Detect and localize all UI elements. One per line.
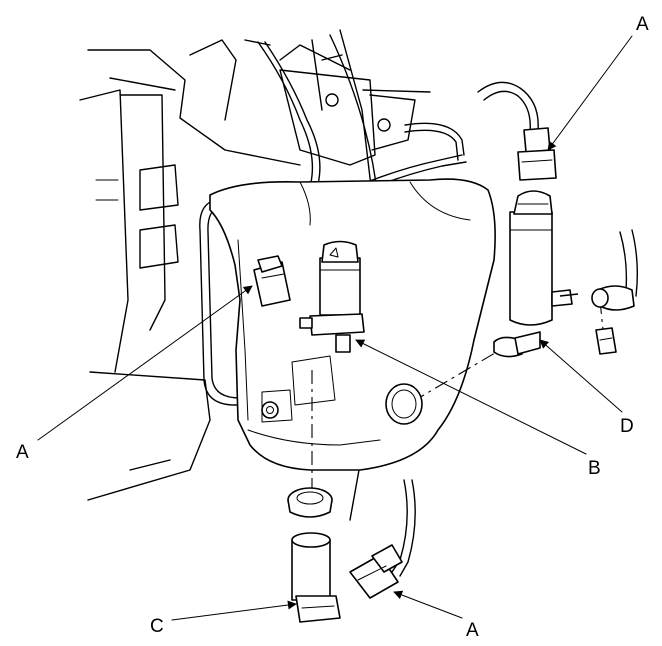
leader-lines	[37, 35, 633, 621]
callout-labels: A A B D C A	[16, 14, 649, 641]
callout-a-bottom: A	[466, 620, 479, 641]
lower-grommet	[287, 487, 333, 518]
callout-d: D	[620, 416, 634, 437]
connector-a-top	[477, 81, 557, 181]
hose-and-clamp	[591, 229, 639, 355]
washer-pump-b	[299, 240, 365, 353]
washer-pump-d	[493, 190, 579, 358]
connector-a-left	[253, 255, 291, 307]
reservoir-grommet	[385, 383, 423, 425]
level-sensor-c	[291, 532, 341, 623]
connector-a-bottom	[349, 479, 416, 599]
callout-b: B	[588, 458, 601, 479]
callout-c: C	[150, 616, 164, 637]
callout-a-top-right: A	[636, 14, 649, 35]
callout-a-left: A	[16, 442, 29, 463]
